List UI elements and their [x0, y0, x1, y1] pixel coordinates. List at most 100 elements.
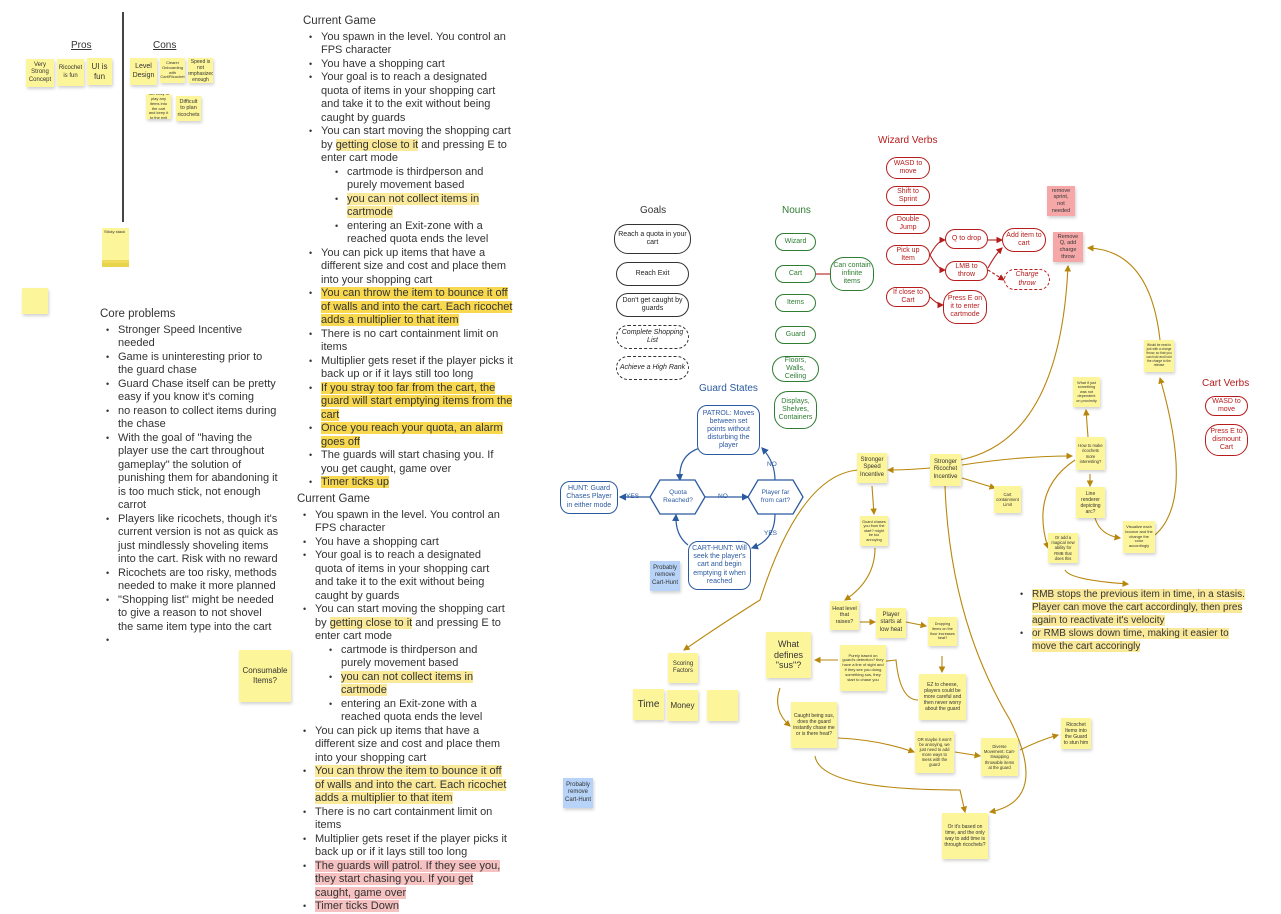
verb-press-e[interactable]: Press E on it to enter cartmode: [943, 290, 987, 324]
noun-guard[interactable]: Guard: [775, 326, 816, 344]
purely-detection-sticky[interactable]: Purely based on guard's detection? they …: [840, 645, 886, 691]
how-to-make-sticky[interactable]: How to make ricochets more interesting?: [1076, 437, 1105, 470]
highlight: getting close to it: [335, 138, 419, 151]
verb-close-cart[interactable]: If close to Cart: [886, 287, 930, 307]
what-if-sticky[interactable]: What if just something was not dependent…: [1073, 377, 1100, 407]
dropping-items-sticky[interactable]: Dropping items on the floor increases he…: [928, 617, 957, 646]
con-sticky-5[interactable]: Difficult to plan ricochets: [176, 96, 201, 121]
con-sticky-1[interactable]: Level Design: [130, 58, 157, 85]
cart-verbs-title: Cart Verbs: [1202, 378, 1250, 389]
line-renderer-sticky[interactable]: Line renderer depicting arc?: [1076, 487, 1105, 518]
cart-verb-wasd[interactable]: WASD to move: [1205, 396, 1248, 416]
caught-being-sus-sticky[interactable]: Caught being sus, does the guard instant…: [791, 702, 837, 748]
pros-label: Pros: [71, 40, 92, 51]
con-sticky-3[interactable]: Speed is not emphasized enough: [188, 58, 213, 83]
ez-cheese-sticky[interactable]: EZ to cheese, players could be more care…: [919, 674, 966, 720]
verb-pickup[interactable]: Pick up Item: [886, 245, 930, 265]
noun-cart-infinite[interactable]: Can contain infinite items: [830, 257, 874, 291]
edge-pickup-qdrop: [929, 236, 947, 256]
noun-cart[interactable]: Cart: [775, 265, 816, 283]
verb-add-item[interactable]: Add item to cart: [1002, 228, 1046, 252]
scoring-factors-sticky[interactable]: Scoring Factors: [668, 653, 698, 683]
remove-cart-hunt-sticky[interactable]: Probably remove Cart-Hunt: [563, 778, 593, 808]
diverse-movement-sticky[interactable]: Diverse Movement: Cart-Swapping throwabl…: [981, 738, 1018, 776]
noun-displays[interactable]: Displays, Shelves, Containers: [774, 391, 817, 429]
rmb-item: RMB stops the previous item in time, in …: [1020, 588, 1246, 627]
sticky-stack[interactable]: Sticky stack: [102, 228, 129, 268]
goal-shopping-list[interactable]: Complete Shopping List: [616, 325, 689, 349]
time-based-sticky[interactable]: Or it's based on time, and the only way …: [942, 813, 988, 859]
noun-wizard[interactable]: Wizard: [775, 233, 816, 251]
magical-ability-sticky[interactable]: Or add a magical new ability for RMB tha…: [1048, 533, 1078, 563]
money-sticky[interactable]: Money: [667, 690, 698, 721]
core-item: "Shopping list" might be needed to give …: [106, 594, 280, 635]
pro-sticky-3[interactable]: UI is fun: [87, 58, 112, 85]
cart-limit-sticky[interactable]: Cart containment Limit: [994, 486, 1021, 513]
empty-sticky[interactable]: [22, 288, 48, 314]
game-item: You can throw the item to bounce it off …: [303, 765, 509, 806]
current-game-bottom: Current Game You spawn in the level. You…: [297, 493, 509, 914]
state-patrol[interactable]: PATROL: Moves between set points without…: [697, 405, 760, 455]
game-subitem: you can not collect items in cartmode: [335, 192, 513, 220]
rmb-notes: RMB stops the previous item in time, in …: [1016, 588, 1246, 653]
edge-caught-maybe: [837, 737, 916, 754]
speed-incentive-sticky[interactable]: Stronger Speed Incentive: [857, 453, 887, 483]
state-cart-hunt[interactable]: CART-HUNT: Will seek the player's cart a…: [688, 541, 751, 590]
low-heat-sticky[interactable]: Player starts at low heat: [876, 608, 906, 638]
edge-maybe-diverse: [954, 751, 982, 759]
game-item: You spawn in the level. You control an F…: [303, 509, 509, 536]
verb-sprint[interactable]: Shift to Sprint: [886, 186, 930, 206]
state-hunt[interactable]: HUNT: Guard Chases Player in either mode: [560, 481, 618, 514]
remove-cart-hunt-sticky[interactable]: Probably remove Cart-Hunt: [650, 561, 680, 591]
core-item: [106, 634, 280, 648]
edge-ricochet-howmake: [961, 452, 1074, 466]
con-sticky-4[interactable]: Too Easy to play any items into the cart…: [146, 94, 171, 119]
con-sticky-2[interactable]: Clearer Onboarding with Cart/Ricochet: [160, 58, 185, 83]
would-be-neat-sticky[interactable]: Would be neat to just with a charge thro…: [1144, 340, 1174, 372]
verb-lmb-throw[interactable]: LMB to throw: [945, 261, 988, 281]
edge-ricochet-limit: [961, 477, 997, 490]
game-item: You can pick up items that have a differ…: [309, 247, 513, 288]
guard-states-title: Guard States: [699, 383, 758, 394]
noun-floors[interactable]: Floors, Walls, Ceiling: [772, 356, 819, 382]
core-item: Game is uninteresting prior to the guard…: [106, 351, 280, 378]
verb-q-drop[interactable]: Q to drop: [945, 229, 988, 249]
visualize-bounce-sticky[interactable]: Visualize each bounce and the change the…: [1123, 521, 1155, 553]
goal-guards[interactable]: Don't get caught by guards: [616, 293, 689, 317]
goal-high-rank[interactable]: Achieve a High Rank: [616, 356, 689, 380]
verb-charge-throw[interactable]: Charge throw: [1004, 269, 1050, 290]
edge-diverse-ricochet: [1019, 733, 1060, 751]
noun-items[interactable]: Items: [775, 294, 816, 312]
verb-double-jump[interactable]: Double Jump: [886, 214, 930, 234]
game-subitem: entering an Exit-zone with a reached quo…: [335, 220, 513, 247]
game-item: There is no cart containment limit on it…: [303, 806, 509, 833]
remove-q-sticky[interactable]: Remove Q, add charge throw: [1053, 232, 1083, 262]
goal-quota[interactable]: Reach a quota in your cart: [614, 224, 691, 254]
heat-level-sticky[interactable]: Heat level that raises?: [830, 601, 859, 630]
core-item: Guard Chase itself can be pretty easy if…: [106, 378, 280, 405]
label-yes: YES: [626, 493, 640, 500]
verb-wasd[interactable]: WASD to move: [886, 157, 930, 179]
cart-verb-dismount[interactable]: Press E to dismount Cart: [1205, 424, 1248, 456]
consumable-sticky[interactable]: Consumable Items?: [239, 650, 291, 702]
edge-guard-heat: [844, 547, 876, 601]
pro-sticky-1[interactable]: Very Strong Concept: [26, 59, 54, 87]
edge-player-drop: [905, 621, 928, 629]
what-defines-sus-sticky[interactable]: What defines "sus"?: [766, 632, 811, 678]
game-item: You can pick up items that have a differ…: [303, 725, 509, 766]
maybe-not-annoying-sticky[interactable]: OR maybe it won't be annoying, we just n…: [915, 731, 954, 773]
empty-score-sticky[interactable]: [707, 690, 738, 721]
edge-visualize-neat: [1154, 376, 1177, 536]
goal-exit[interactable]: Reach Exit: [616, 262, 689, 286]
edge-carthunt-quota: [672, 513, 689, 546]
edge-close-presse: [929, 296, 945, 309]
edge-howmake-whatif: [1083, 408, 1090, 438]
ricochet-guard-sticky[interactable]: Ricochet Items into the Guard to stun hi…: [1061, 718, 1091, 749]
guard-chases-sticky[interactable]: Guard chases you from the start? might b…: [860, 516, 888, 546]
pro-sticky-2[interactable]: Ricochet is fun: [57, 59, 84, 86]
remove-sprint-sticky[interactable]: remove sprint, not needed: [1047, 186, 1075, 216]
edge-pickup-lmb: [929, 254, 947, 274]
game-item: Timer ticks up: [309, 476, 513, 490]
ricochet-incentive-sticky[interactable]: Stronger Ricochet Incentive: [930, 454, 961, 486]
time-sticky[interactable]: Time: [633, 689, 664, 720]
